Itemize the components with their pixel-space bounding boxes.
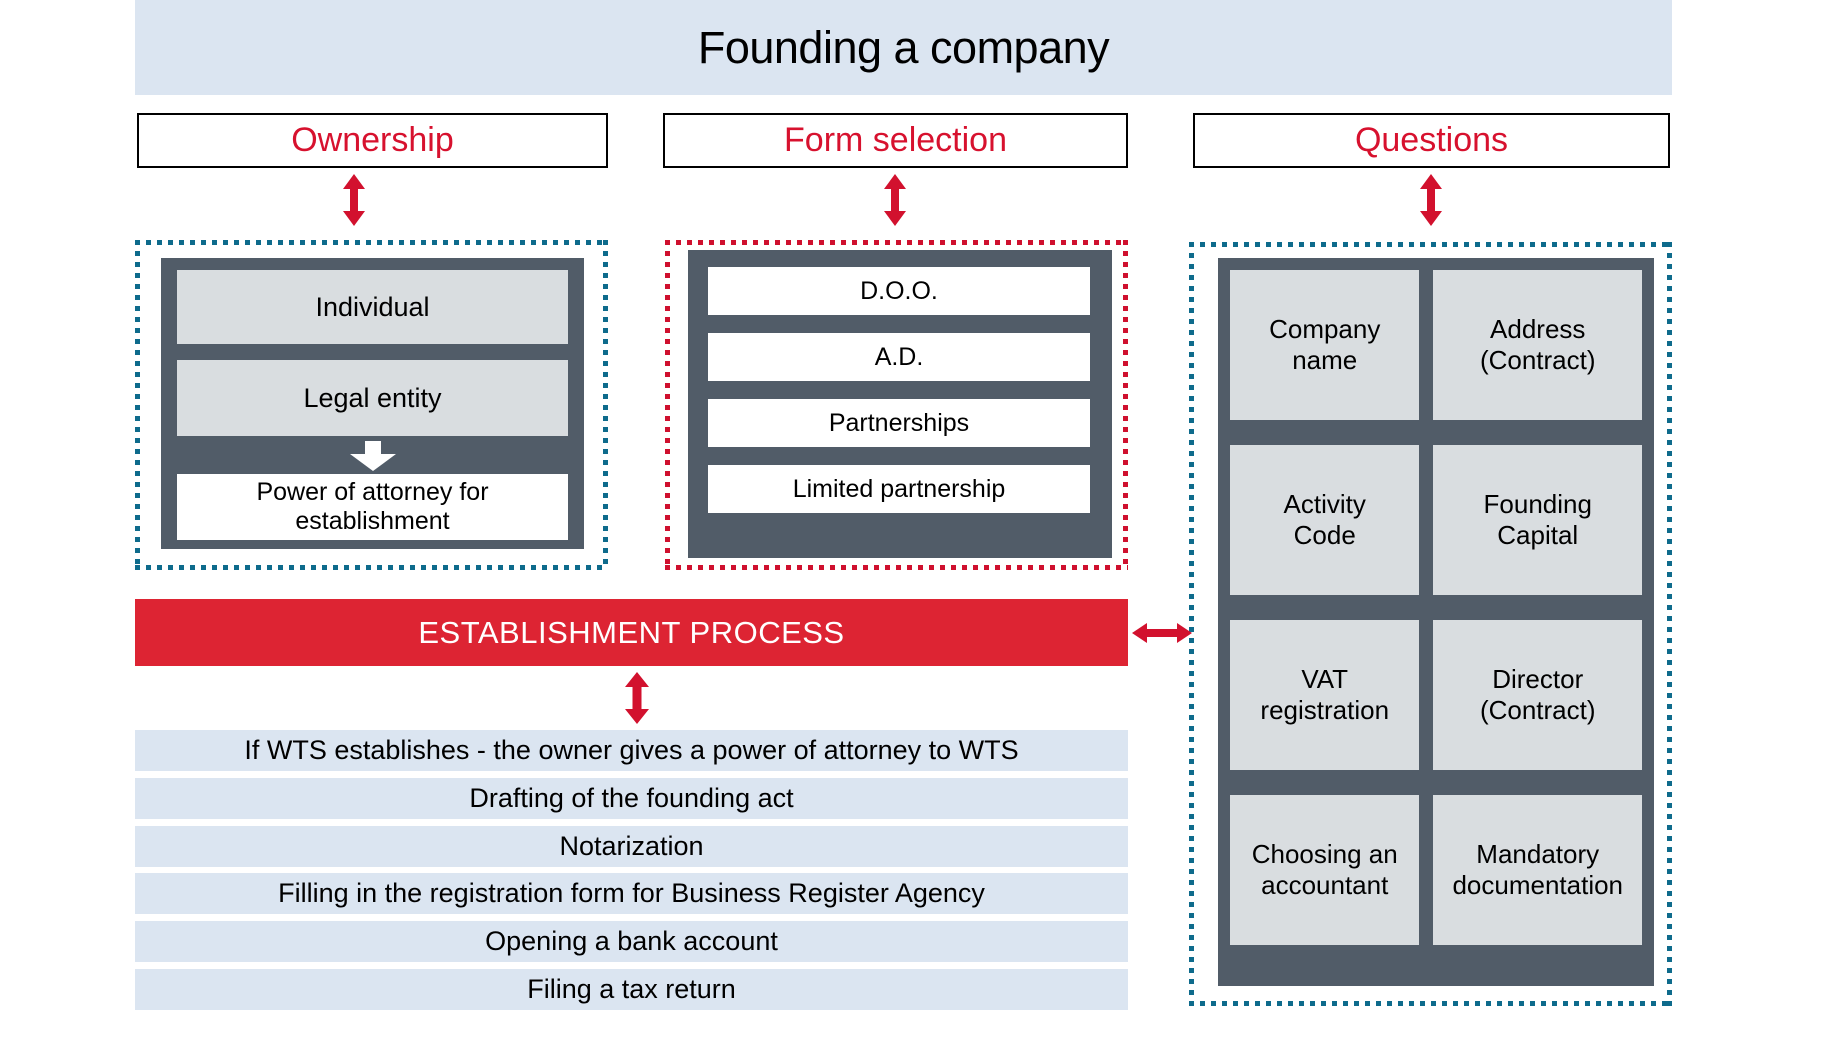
process-step-row: Filing a tax return <box>135 969 1128 1010</box>
page-title: Founding a company <box>697 21 1110 73</box>
question-cell-mandatory-documentation: Mandatory documentation <box>1433 795 1642 945</box>
process-step-row: If WTS establishes - the owner gives a p… <box>135 730 1128 771</box>
double-arrow-horizontal-icon <box>1132 623 1192 643</box>
ownership-item-label: Individual <box>315 291 430 322</box>
questions-header-box: Questions <box>1193 113 1670 168</box>
question-cell-company-name: Company name <box>1230 270 1420 420</box>
arrow-down-icon <box>350 441 396 471</box>
process-step-row: Filling in the registration form for Bus… <box>135 873 1128 914</box>
process-step-row: Opening a bank account <box>135 921 1128 962</box>
form-selection-header-box: Form selection <box>663 113 1128 168</box>
question-cell-label: Mandatory documentation <box>1452 839 1624 900</box>
double-arrow-vertical-icon <box>343 174 365 226</box>
establishment-process-banner: ESTABLISHMENT PROCESS <box>135 599 1128 666</box>
question-cell-vat-registration: VAT registration <box>1230 620 1420 770</box>
question-cell-accountant: Choosing an accountant <box>1230 795 1420 945</box>
ownership-item-legal-entity: Legal entity <box>177 360 568 436</box>
double-arrow-vertical-icon <box>625 672 649 724</box>
question-cell-activity-code: Activity Code <box>1230 445 1420 595</box>
questions-grid: Company name Address (Contract) Activity… <box>1218 258 1654 986</box>
double-arrow-vertical-icon <box>884 174 906 226</box>
form-item-partnerships: Partnerships <box>708 399 1090 447</box>
form-item-label: Limited partnership <box>792 474 1006 503</box>
process-step-row: Notarization <box>135 826 1128 867</box>
ownership-header-label: Ownership <box>291 121 454 159</box>
ownership-item-individual: Individual <box>177 270 568 344</box>
question-cell-label: Activity Code <box>1283 489 1366 550</box>
ownership-item-label: Legal entity <box>303 382 442 413</box>
form-item-ad: A.D. <box>708 333 1090 381</box>
process-step-label: If WTS establishes - the owner gives a p… <box>244 735 1019 765</box>
double-arrow-vertical-icon <box>1420 174 1442 226</box>
process-step-label: Notarization <box>559 831 704 861</box>
form-item-doo: D.O.O. <box>708 267 1090 315</box>
power-of-attorney-label: Power of attorney for establishment <box>256 478 489 535</box>
question-cell-address: Address (Contract) <box>1433 270 1642 420</box>
question-cell-label: Director (Contract) <box>1479 664 1596 725</box>
form-item-limited-partnership: Limited partnership <box>708 465 1090 513</box>
question-cell-label: Choosing an accountant <box>1251 839 1398 900</box>
power-of-attorney-box: Power of attorney for establishment <box>177 474 568 540</box>
questions-header-label: Questions <box>1354 121 1509 159</box>
form-item-label: D.O.O. <box>860 276 938 305</box>
process-step-label: Filing a tax return <box>527 974 736 1004</box>
title-band: Founding a company <box>135 0 1672 95</box>
question-cell-director: Director (Contract) <box>1433 620 1642 770</box>
process-step-label: Filling in the registration form for Bus… <box>278 878 985 908</box>
establishment-process-label: ESTABLISHMENT PROCESS <box>418 614 845 650</box>
question-cell-label: Founding Capital <box>1483 489 1592 550</box>
question-cell-founding-capital: Founding Capital <box>1433 445 1642 595</box>
process-step-row: Drafting of the founding act <box>135 778 1128 819</box>
process-step-label: Drafting of the founding act <box>469 783 794 813</box>
question-cell-label: Company name <box>1269 314 1381 375</box>
form-item-label: A.D. <box>874 342 924 371</box>
question-cell-label: Address (Contract) <box>1479 314 1596 375</box>
ownership-header-box: Ownership <box>137 113 608 168</box>
form-selection-header-label: Form selection <box>784 121 1007 159</box>
process-step-label: Opening a bank account <box>485 926 778 956</box>
form-item-label: Partnerships <box>828 408 970 437</box>
question-cell-label: VAT registration <box>1260 664 1390 725</box>
